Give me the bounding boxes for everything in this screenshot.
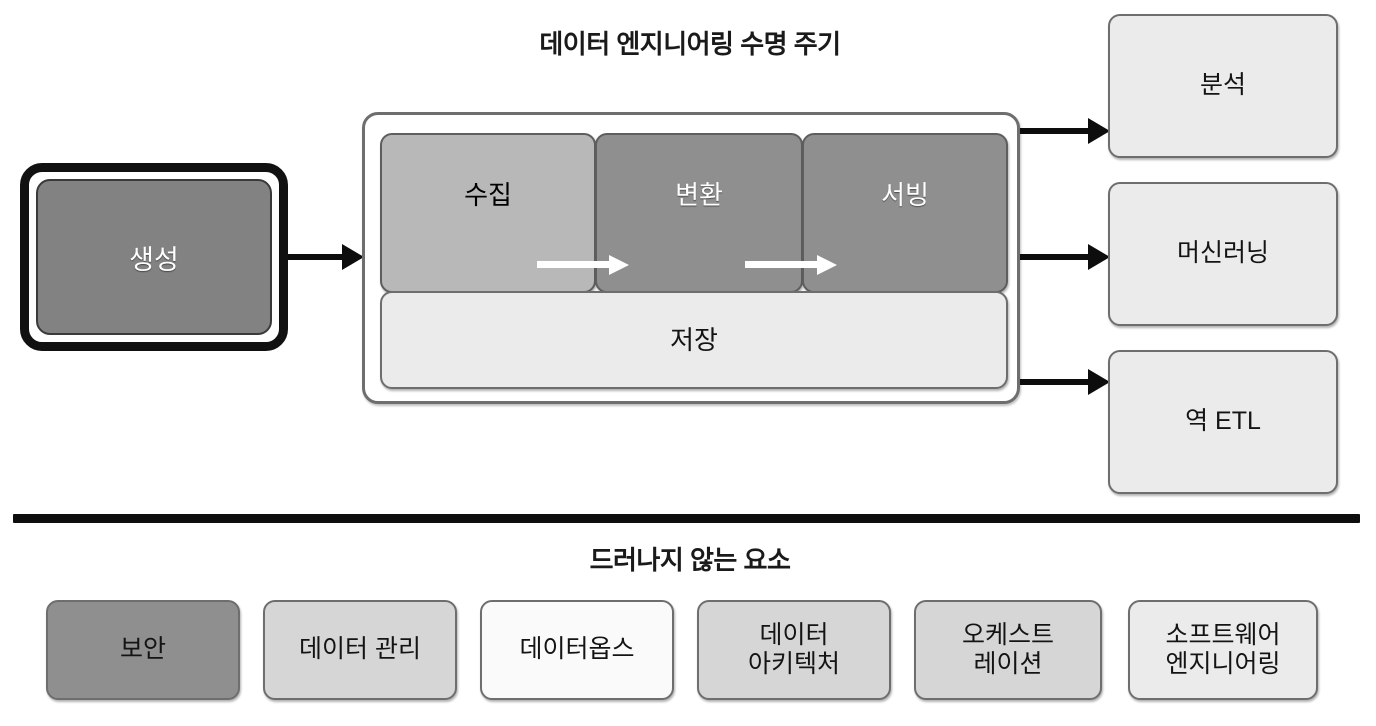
undercurrent-data-architecture[interactable]: 데이터 아키텍처: [697, 600, 891, 700]
output-node-machine-learning[interactable]: 머신러닝: [1108, 182, 1338, 326]
undercurrents-title: 드러나지 않는 요소: [589, 545, 791, 575]
source-node-label: 생성: [129, 244, 179, 275]
undercurrent-software-engineering-label-line2: 엔지니어링: [1165, 650, 1281, 678]
output-node-machine-learning-label: 머신러닝: [1176, 239, 1269, 268]
stage-storage-label: 저장: [670, 324, 718, 355]
arrow-ingestion-to-transformation: [537, 255, 631, 275]
lifecycle-title: 데이터 엔지니어링 수명 주기: [539, 29, 841, 59]
arrow-lifecycle-to-reverse-etl: [1020, 369, 1112, 395]
undercurrent-dataops[interactable]: 데이터옵스: [480, 600, 674, 700]
undercurrent-security-label: 보안: [119, 635, 166, 664]
output-node-reverse-etl-label: 역 ETL: [1185, 407, 1261, 436]
undercurrent-software-engineering[interactable]: 소프트웨어 엔지니어링: [1128, 600, 1318, 700]
undercurrent-orchestration[interactable]: 오케스트 레이션: [914, 600, 1102, 700]
undercurrent-dataops-label: 데이터옵스: [519, 635, 635, 664]
section-divider: [13, 514, 1360, 523]
arrow-transformation-to-serving: [745, 255, 839, 275]
undercurrent-data-management[interactable]: 데이터 관리: [263, 600, 457, 700]
undercurrent-data-architecture-label-line1: 데이터: [759, 620, 829, 649]
arrow-generation-to-lifecycle: [288, 244, 364, 270]
undercurrent-data-architecture-label-line2: 아키텍처: [747, 650, 840, 678]
stage-storage[interactable]: 저장: [380, 291, 1008, 389]
undercurrent-data-management-label: 데이터 관리: [299, 635, 421, 664]
undercurrent-orchestration-label-line2: 레이션: [973, 650, 1043, 678]
stage-ingestion-label: 수집: [464, 180, 512, 210]
arrow-lifecycle-to-analytics: [1020, 118, 1112, 144]
source-node-inner: 생성: [36, 179, 272, 335]
output-node-analytics[interactable]: 분석: [1108, 14, 1338, 158]
stage-ingestion[interactable]: 수집: [380, 133, 596, 293]
arrow-lifecycle-to-machine-learning: [1020, 244, 1112, 270]
stage-serving-label: 서빙: [881, 180, 929, 210]
stage-transformation-label: 변환: [675, 180, 723, 210]
lifecycle-container: 수집 변환 서빙 저장: [362, 112, 1020, 404]
undercurrent-orchestration-label-line1: 오케스트: [961, 620, 1054, 649]
output-node-reverse-etl[interactable]: 역 ETL: [1108, 350, 1338, 494]
source-node-generation[interactable]: 생성: [20, 163, 288, 351]
undercurrent-software-engineering-label-line1: 소프트웨어: [1165, 620, 1281, 649]
undercurrent-security[interactable]: 보안: [46, 600, 240, 700]
output-node-analytics-label: 분석: [1199, 71, 1246, 100]
